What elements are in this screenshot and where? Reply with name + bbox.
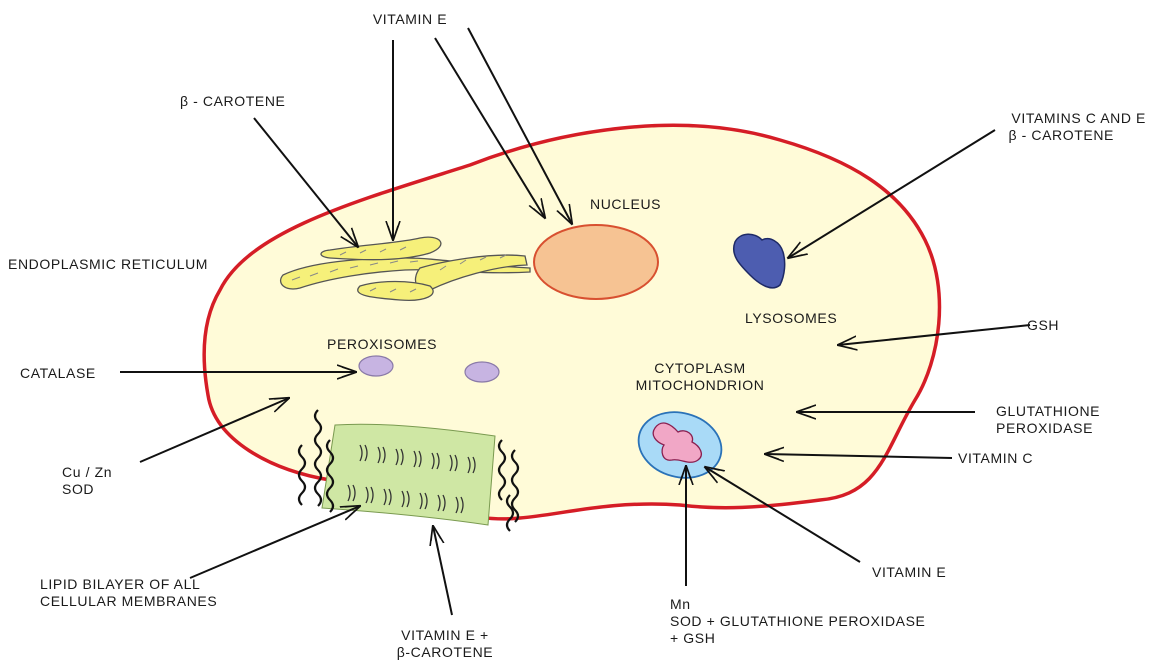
label-vit-e-bc-line2: β-CAROTENE <box>380 644 510 661</box>
label-vitamins-c-e-line1: VITAMINS C AND E <box>900 110 1146 127</box>
label-cytoplasm-mitochondrion: CYTOPLASM MITOCHONDRION <box>615 360 785 394</box>
label-mn-sod: Mn SOD + GLUTATHIONE PEROXIDASE + GSH <box>670 596 926 647</box>
label-nucleus: NUCLEUS <box>590 196 661 213</box>
label-lipid-line2: CELLULAR MEMBRANES <box>40 593 217 610</box>
label-lysosomes: LYSOSOMES <box>745 310 837 327</box>
label-vitamin-e-top: VITAMIN E <box>355 11 465 28</box>
label-beta-carotene: β - CAROTENE <box>180 93 285 110</box>
label-vitamin-e-beta-carotene: VITAMIN E + β-CAROTENE <box>380 627 510 661</box>
label-catalase: CATALASE <box>20 365 96 382</box>
label-mn-line1: Mn <box>670 596 926 613</box>
nucleus <box>534 225 658 299</box>
label-mitochondrion: MITOCHONDRION <box>615 377 785 394</box>
label-gsh: GSH <box>1027 317 1059 334</box>
label-gpx-line1: GLUTATHIONE <box>996 403 1100 420</box>
peroxisome <box>465 362 499 382</box>
label-cytoplasm: CYTOPLASM <box>615 360 785 377</box>
label-vitamins-c-e: VITAMINS C AND E β - CAROTENE <box>900 110 1146 144</box>
label-vitamin-c: VITAMIN C <box>958 450 1033 467</box>
label-gpx-line2: PEROXIDASE <box>996 420 1100 437</box>
label-peroxisomes: PEROXISOMES <box>327 336 437 353</box>
label-mn-line2: SOD + GLUTATHIONE PEROXIDASE <box>670 613 926 630</box>
label-cuzn-line2: SOD <box>62 481 112 498</box>
label-cuzn-line1: Cu / Zn <box>62 464 112 481</box>
label-vitamins-c-e-line2: β - CAROTENE <box>900 127 1146 144</box>
label-cu-zn-sod: Cu / Zn SOD <box>62 464 112 498</box>
label-vitamin-e-right: VITAMIN E <box>872 564 946 581</box>
label-mn-line3: + GSH <box>670 630 926 647</box>
label-lipid-line1: LIPID BILAYER OF ALL <box>40 576 217 593</box>
label-endoplasmic-reticulum: ENDOPLASMIC RETICULUM <box>8 256 208 273</box>
label-vit-e-bc-line1: VITAMIN E + <box>380 627 510 644</box>
peroxisome <box>359 356 393 376</box>
label-glutathione-peroxidase: GLUTATHIONE PEROXIDASE <box>996 403 1100 437</box>
label-lipid-bilayer: LIPID BILAYER OF ALL CELLULAR MEMBRANES <box>40 576 217 610</box>
